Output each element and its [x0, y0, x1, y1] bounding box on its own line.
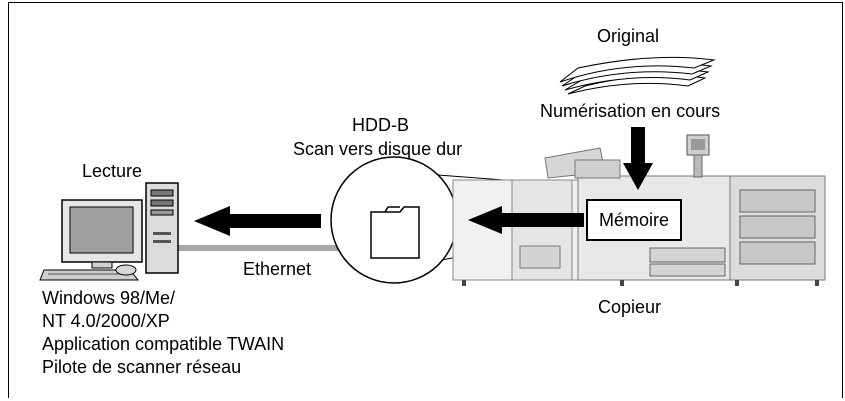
- copier-machine: [452, 134, 826, 286]
- arrow-memory-to-hdd: [468, 206, 584, 234]
- hdd-title-label: HDD-B: [352, 115, 409, 135]
- memory-label: Mémoire: [598, 209, 669, 230]
- hdd-subtitle-label: Scan vers disque dur: [293, 139, 463, 159]
- arrow-original-to-copier: [623, 127, 653, 190]
- memory-box: Mémoire: [586, 199, 682, 241]
- reading-label: Lecture: [82, 161, 143, 181]
- hdd-zoom-circle: [330, 156, 585, 284]
- requirements-list: Windows 98/Me/ NT 4.0/2000/XP Applicatio…: [42, 287, 284, 379]
- original-paper-stack: [559, 56, 716, 95]
- copier-label: Copieur: [598, 297, 662, 317]
- computer-icon: [39, 182, 179, 281]
- ethernet-label: Ethernet: [243, 259, 312, 279]
- requirement-line: Windows 98/Me/: [42, 288, 176, 308]
- original-label: Original: [597, 26, 660, 46]
- diagram-frame: [8, 2, 843, 398]
- requirement-line: NT 4.0/2000/XP: [42, 311, 170, 331]
- requirement-line: Pilote de scanner réseau: [42, 357, 242, 377]
- arrow-to-computer: [194, 206, 321, 236]
- ethernet-cable: [176, 245, 341, 251]
- requirement-line: Application compatible TWAIN: [42, 334, 285, 354]
- scanning-label: Numérisation en cours: [540, 101, 721, 121]
